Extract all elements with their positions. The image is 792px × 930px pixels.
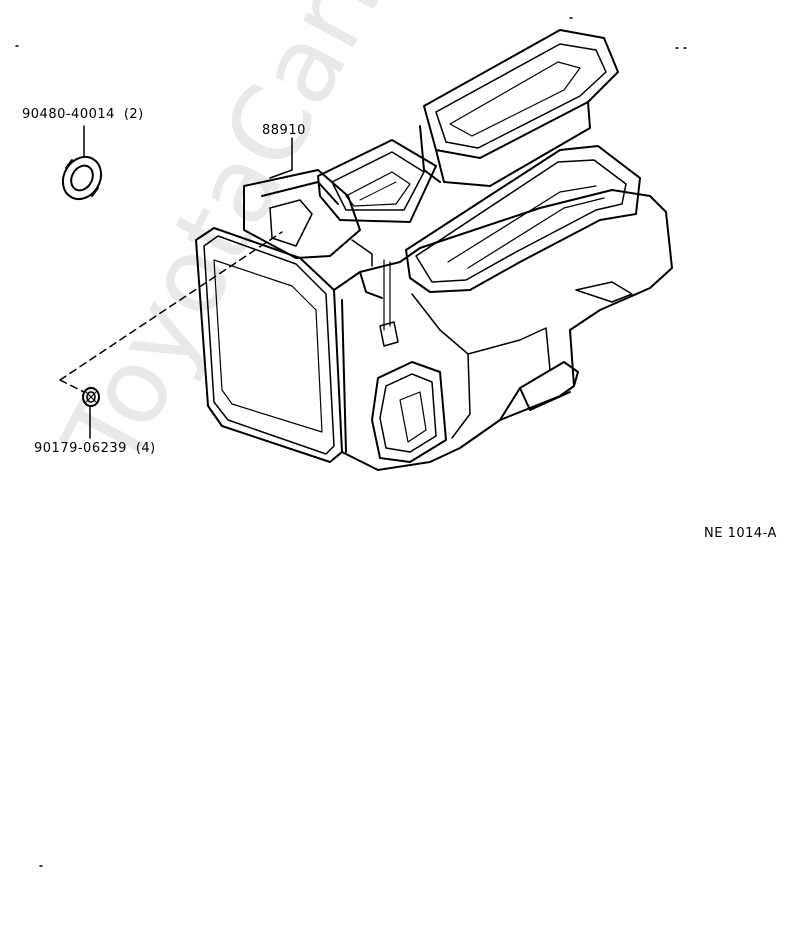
nut-part-qty: (4): [135, 441, 156, 456]
nut-part-label: 90179-06239 (4): [34, 440, 156, 456]
clip-part: [61, 155, 103, 201]
dashed-reference-line: [59, 231, 283, 393]
figure-code: NE 1014-A: [704, 525, 777, 541]
heater-unit-88910: [195, 29, 673, 471]
unit-part-label: 88910: [262, 122, 306, 138]
figure-code-text: NE 1014-A: [704, 526, 777, 541]
scan-specks: [15, 17, 687, 867]
leader-lines: [83, 125, 293, 439]
clip-part-number: 90480-40014: [22, 107, 115, 122]
clip-part-qty: (2): [123, 107, 144, 122]
nut-part-number: 90179-06239: [34, 441, 127, 456]
nut-part: [82, 387, 100, 407]
unit-part-number: 88910: [262, 123, 306, 138]
clip-part-label: 90480-40014 (2): [22, 106, 144, 122]
